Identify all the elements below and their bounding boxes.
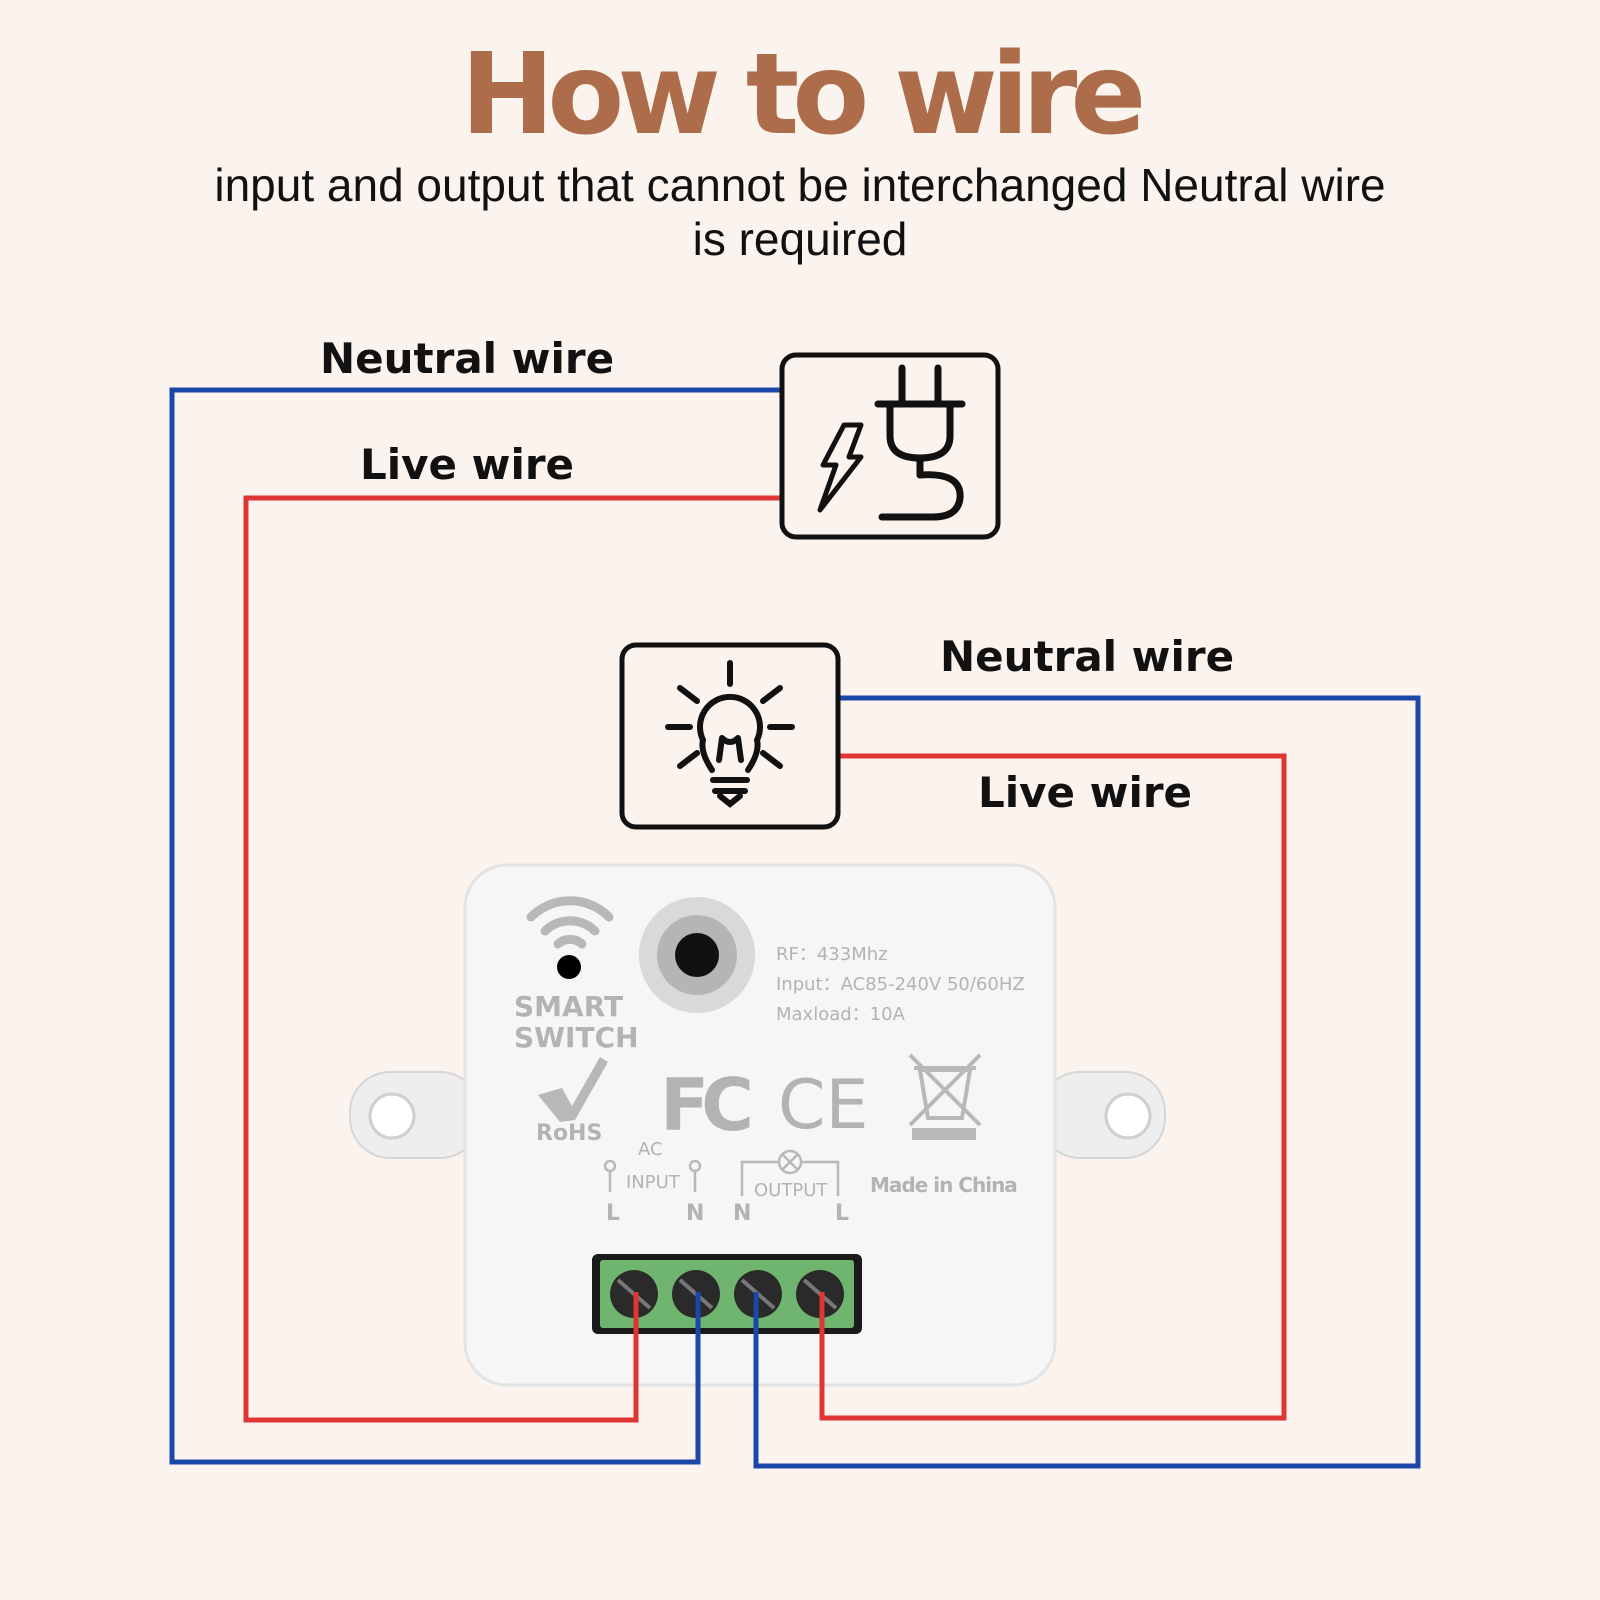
output-label: OUTPUT <box>754 1180 828 1201</box>
pairing-button <box>639 897 755 1013</box>
input-label: INPUT <box>626 1172 681 1193</box>
terminal-label-n-out: N <box>733 1201 751 1226</box>
page-title: How to wire <box>460 30 1147 160</box>
mounting-ear-left <box>349 1071 481 1159</box>
lamp-box <box>619 642 841 830</box>
output-live-wire <box>819 753 1287 1421</box>
terminal-label-l-in: L <box>606 1201 620 1226</box>
ac-label: AC <box>638 1139 663 1160</box>
status-led <box>557 955 581 979</box>
wifi-icon <box>526 896 614 949</box>
spec-maxload: Maxload：10A <box>776 1004 906 1025</box>
recycle-bin-icon <box>908 1053 982 1140</box>
rohs-label: RoHS <box>536 1121 602 1146</box>
input-neutral-wire <box>169 387 784 1465</box>
mounting-ear-right <box>1039 1071 1166 1159</box>
spec-rf: RF：433Mhz <box>776 944 888 965</box>
made-in-label: Made in China <box>870 1173 1017 1197</box>
rohs-check-icon <box>538 1057 608 1122</box>
light-bulb-icon <box>665 660 795 808</box>
input-live-wire <box>243 495 784 1423</box>
input-live-label: Live wire <box>360 440 575 489</box>
fc-mark: FC <box>660 1063 750 1147</box>
lightning-icon <box>817 422 864 513</box>
terminal-block <box>592 1254 862 1334</box>
input-schematic-icon <box>603 1159 702 1192</box>
terminal-label-l-out: L <box>835 1201 849 1226</box>
page-subtitle: input and output that cannot be intercha… <box>214 159 1386 265</box>
input-neutral-label: Neutral wire <box>320 334 615 383</box>
power-source-box <box>779 352 1001 540</box>
output-schematic-icon <box>740 1149 840 1196</box>
power-plug-icon <box>874 364 966 521</box>
spec-input: Input：AC85-240V 50/60HZ <box>776 974 1025 995</box>
ce-mark: CE <box>778 1066 868 1145</box>
terminal-label-n-in: N <box>686 1201 704 1226</box>
brand-line2: SWITCH <box>514 1021 639 1054</box>
output-neutral-wire <box>753 695 1421 1469</box>
output-live-label: Live wire <box>978 768 1193 817</box>
brand-line1: SMART <box>514 990 623 1023</box>
output-neutral-label: Neutral wire <box>940 632 1235 681</box>
